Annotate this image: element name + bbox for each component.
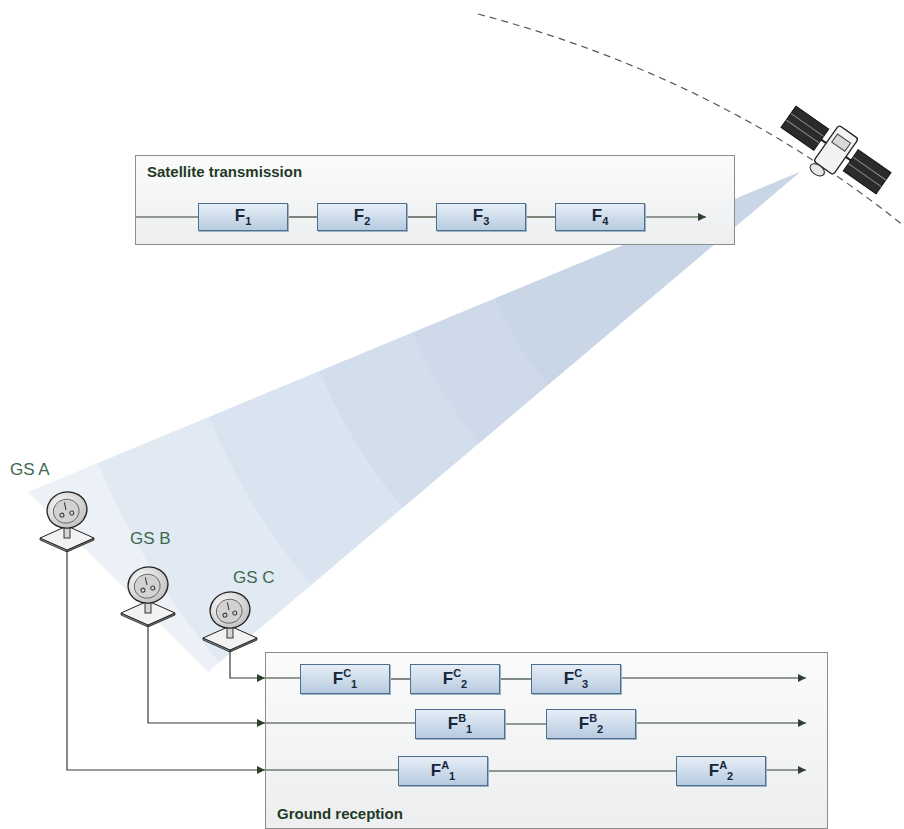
frame-label: F4 [592,206,609,227]
frame-box: FC3 [531,664,621,694]
frame-label: FA2 [709,759,733,782]
dish-antenna [119,565,177,627]
station-label: GS B [130,529,171,548]
frame-label: FC2 [443,667,467,690]
ground-station: GS B [119,565,177,627]
frame-label: F1 [235,206,252,227]
frame-label: FC1 [333,667,357,690]
frame-link [505,723,546,724]
panel-ground [265,652,828,829]
frame-box: FC1 [300,664,390,694]
panel-title: Satellite transmission [147,163,302,180]
frame-label: FC3 [564,667,588,690]
frame-box: F1 [198,203,288,231]
frame-box: FC2 [410,664,500,694]
frame-label: FB1 [448,712,472,735]
frame-label: F3 [473,206,490,227]
frame-link [288,216,317,217]
downlink-feed [230,652,265,678]
frame-link [488,770,676,771]
frame-box: FA1 [398,756,488,786]
frame-box: FA2 [676,756,766,786]
stream-lines [136,217,806,770]
frame-link [390,678,410,679]
frame-link [407,216,436,217]
station-label-holder: GS C [233,568,275,588]
satellite [770,99,896,210]
dish-antenna [201,590,259,652]
frame-link [526,216,555,217]
group-panel: Ground reception FC1 FC2 FC3FB1 FB2FA1 FA2 [265,652,828,829]
ground-station: GS C [201,590,259,652]
group-panel: Satellite transmissionF1 F2 F3 F4 [135,155,735,245]
downlink-feed [148,627,265,723]
dish-antenna [38,490,96,552]
station-label-holder: GS B [130,529,171,549]
station-label: GS C [233,568,275,587]
frame-link [500,678,531,679]
station-label-holder: GS A [10,460,50,480]
panel-ground [135,155,735,245]
frame-box: F4 [555,203,645,231]
frame-label: F2 [354,206,371,227]
frame-box: F3 [436,203,526,231]
frame-label: FB2 [579,712,603,735]
panel-title: Ground reception [277,805,403,822]
frame-box: FB2 [546,709,636,739]
ground-station: GS A [38,490,96,552]
frame-label: FA1 [431,759,455,782]
frame-box: FB1 [415,709,505,739]
frame-box: F2 [317,203,407,231]
station-label: GS A [10,460,50,479]
